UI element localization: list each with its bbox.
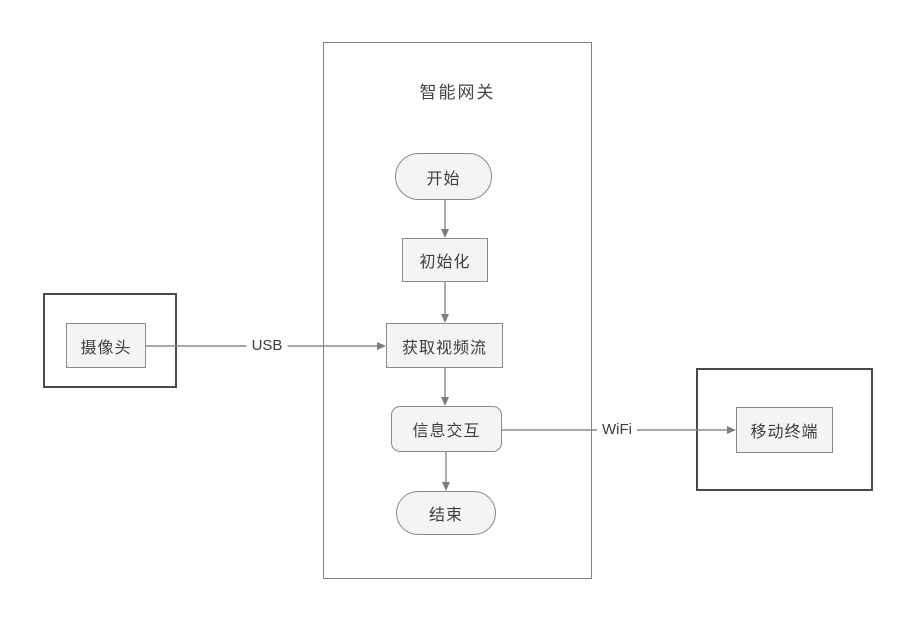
usb-edge-label: USB [246,336,288,356]
get-videostream-node-label: 获取视频流 [401,339,487,357]
end-node: 结束 [396,491,496,535]
camera-node: 摄像头 [66,323,146,368]
init-node-label: 初始化 [419,254,471,271]
info-interact-node-label: 信息交互 [412,423,481,440]
mobile-terminal-node-label: 移动终端 [750,424,819,441]
camera-node-label: 摄像头 [80,339,132,357]
init-node: 初始化 [402,238,488,282]
end-node-label: 结束 [428,507,463,524]
wifi-edge-label: WiFi [597,420,637,440]
get-videostream-node: 获取视频流 [386,323,503,368]
info-interact-node: 信息交互 [391,406,502,452]
start-node: 开始 [395,153,492,200]
mobile-terminal-node: 移动终端 [736,407,833,453]
camera-container-box [43,293,177,388]
start-node-label: 开始 [426,170,461,188]
gateway-container-box [323,42,592,579]
gateway-title: 智能网关 [419,83,496,102]
